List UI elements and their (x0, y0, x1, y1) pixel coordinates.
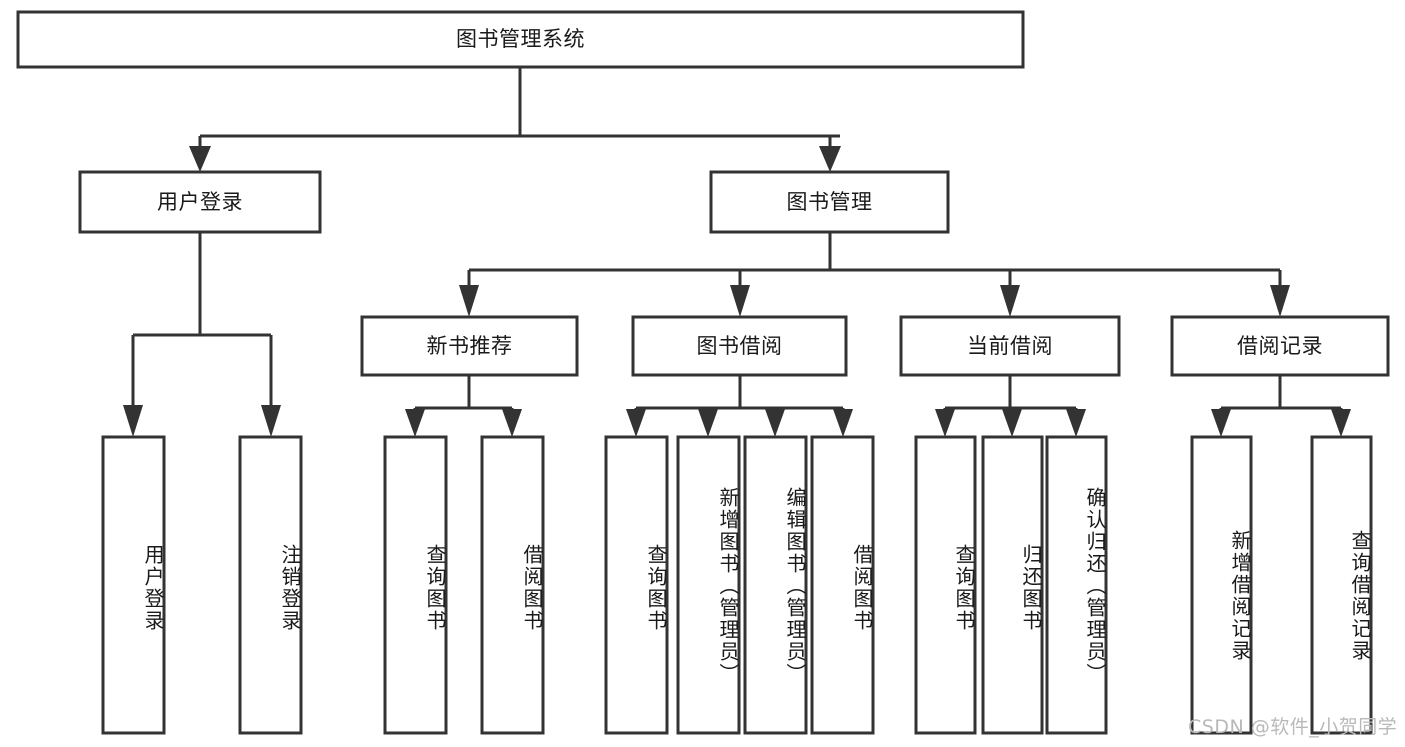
node-box-leaf-user-logout[interactable] (238, 435, 303, 735)
connector-currentborrow-to-leaves (935, 375, 1086, 437)
node-box-leaf-query-record[interactable] (1310, 435, 1373, 735)
node-box-leaf-query-book-1[interactable] (383, 435, 448, 735)
node-box-leaf-borrow-book-1[interactable] (480, 435, 545, 735)
node-box-leaf-borrow-book-2[interactable] (810, 435, 875, 735)
node-box-leaf-return-book[interactable] (981, 435, 1044, 735)
node-box-leaf-add-record[interactable] (1190, 435, 1253, 735)
connector-borrowrecord-to-leaves (1211, 375, 1351, 437)
csdn-watermark: CSDN @软件_小贺同学 (1188, 716, 1398, 738)
node-box-new-book-recommend[interactable] (360, 315, 579, 377)
node-box-leaf-query-book-2[interactable] (604, 435, 669, 735)
connector-userlogin-to-leaves (123, 232, 281, 437)
connector-root-to-level2 (189, 67, 841, 172)
node-box-leaf-confirm-return[interactable] (1045, 435, 1108, 735)
node-box-book-management[interactable] (709, 170, 950, 234)
node-box-leaf-add-book[interactable] (676, 435, 741, 735)
connector-newbook-to-leaves (405, 375, 522, 437)
node-box-book-borrow[interactable] (631, 315, 848, 377)
node-box-user-login[interactable] (78, 170, 322, 234)
connector-bookborrow-to-leaves (626, 375, 853, 437)
node-box-current-borrow[interactable] (899, 315, 1121, 377)
connector-bookmgmt-to-level3 (459, 232, 1290, 317)
node-box-root[interactable] (16, 10, 1025, 69)
node-box-leaf-query-book-3[interactable] (914, 435, 977, 735)
node-box-borrow-record[interactable] (1170, 315, 1390, 377)
node-box-leaf-user-login[interactable] (101, 435, 166, 735)
node-box-leaf-edit-book[interactable] (743, 435, 808, 735)
